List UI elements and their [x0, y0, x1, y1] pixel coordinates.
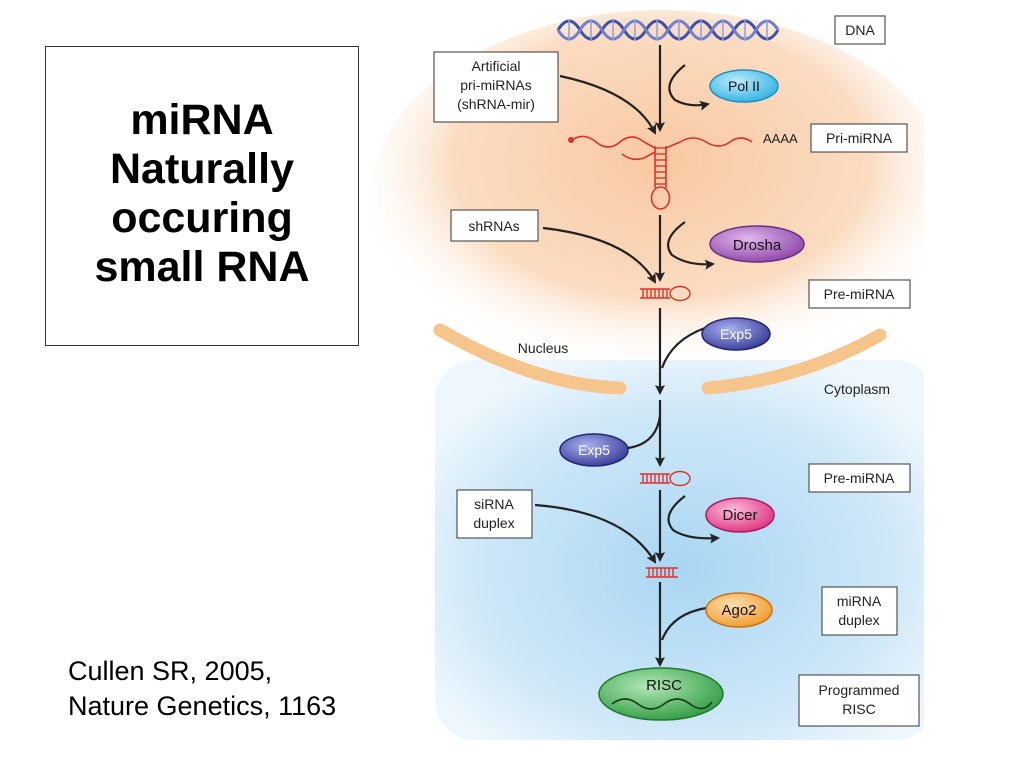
- pre-mirna-nucleus-stage-label: Pre-miRNA: [808, 279, 911, 309]
- programmed-risc-stage-label: Programmed RISC: [798, 674, 920, 727]
- pre-mirna-cytoplasm-label: Pre-miRNA: [824, 470, 895, 486]
- exp5-nucleus-label: Exp5: [720, 326, 752, 342]
- drosha-label: Drosha: [733, 237, 782, 254]
- dicer-label: Dicer: [722, 507, 757, 524]
- title-line-1: miRNA: [130, 95, 274, 144]
- pri-mirna-stage-label: Pri-miRNA: [810, 123, 908, 153]
- arrow-exp5-nucleus: [660, 326, 706, 369]
- pre-mirna-cytoplasm-stage-label: Pre-miRNA: [808, 463, 911, 493]
- sirna-line-1: siRNA: [474, 496, 514, 512]
- title-line-4: small RNA: [94, 243, 310, 292]
- ago2-label: Ago2: [721, 602, 756, 619]
- polya-tail-label: AAAA: [763, 131, 798, 146]
- pre-mirna-nucleus-label: Pre-miRNA: [824, 286, 895, 302]
- citation-line-1: Cullen SR, 2005,: [68, 656, 273, 686]
- pre-mirna-hairpin-cytoplasm: [640, 470, 691, 487]
- cytoplasm-region: [435, 360, 924, 740]
- title-line-2: Naturally: [109, 144, 294, 193]
- pri-mirna-strand: [571, 135, 753, 210]
- title-box: miRNA Naturally occuring small RNA: [45, 46, 359, 346]
- dicer-enzyme: Dicer: [705, 497, 775, 533]
- nucleus-label: Nucleus: [518, 340, 569, 356]
- artificial-line-1: Artificial: [471, 58, 520, 74]
- nuclear-envelope-left: [433, 323, 627, 395]
- shrnas-label: shRNAs: [468, 218, 519, 234]
- programmed-risc-line-2: RISC: [842, 701, 875, 717]
- dna-label: DNA: [845, 22, 875, 38]
- pol2-enzyme: Pol II: [709, 69, 779, 103]
- mirna-pathway-diagram: Pol II Drosha Exp5 Exp5 Dicer Ago2 RISC …: [370, 10, 924, 740]
- drosha-enzyme: Drosha: [709, 225, 805, 263]
- risc-complex: RISC: [598, 667, 724, 721]
- exp5-cytoplasm-label: Exp5: [578, 442, 610, 458]
- sirna-line-2: duplex: [473, 515, 514, 531]
- pol2-label: Pol II: [728, 78, 760, 94]
- artificial-line-2: pri-miRNAs: [460, 77, 532, 93]
- mirna-duplex-strand: [646, 567, 678, 578]
- pri-mirna-cap: [568, 137, 574, 143]
- mirna-duplex-stage-label: miRNA duplex: [821, 586, 898, 636]
- mirna-duplex-line-2: duplex: [838, 612, 879, 628]
- risc-label: RISC: [646, 677, 682, 694]
- exp5-enzyme-cytoplasm: Exp5: [559, 433, 629, 467]
- arrow-ago2: [660, 606, 707, 641]
- shrnas-box: shRNAs: [450, 209, 539, 242]
- pre-mirna-hairpin-nucleus: [640, 285, 691, 302]
- citation-line-2: Nature Genetics, 1163: [68, 691, 337, 722]
- title-line-3: occuring: [111, 194, 293, 242]
- arrow-sirna-input: [534, 503, 657, 564]
- arrow-drosha: [667, 221, 715, 270]
- cytoplasm-label: Cytoplasm: [824, 381, 890, 397]
- artificial-line-3: (shRNA-mir): [457, 96, 535, 112]
- arrow-artificial-input: [559, 74, 656, 135]
- citation: Cullen SR, 2005, Nature Genetics, 1163: [68, 654, 336, 724]
- dna-helix-icon: [556, 19, 780, 41]
- ago2-enzyme: Ago2: [705, 592, 773, 628]
- programmed-risc-line-1: Programmed: [819, 682, 900, 698]
- nuclear-envelope-right: [701, 328, 887, 395]
- mirna-duplex-line-1: miRNA: [837, 593, 882, 609]
- arrow-dicer: [667, 495, 720, 544]
- dna-stage-label: DNA: [834, 15, 886, 45]
- arrow-shrna-input: [542, 226, 656, 284]
- slide-title: miRNA Naturally occuring small RNA: [94, 96, 309, 292]
- pri-mirna-label: Pri-miRNA: [826, 130, 893, 146]
- arrow-exp5-cytoplasm: [627, 415, 662, 450]
- arrow-pol2: [668, 64, 710, 111]
- artificial-pri-mirna-box: Artificial pri-miRNAs (shRNA-mir): [433, 51, 559, 123]
- sirna-duplex-box: siRNA duplex: [456, 489, 533, 539]
- exp5-enzyme-nucleus: Exp5: [701, 317, 771, 351]
